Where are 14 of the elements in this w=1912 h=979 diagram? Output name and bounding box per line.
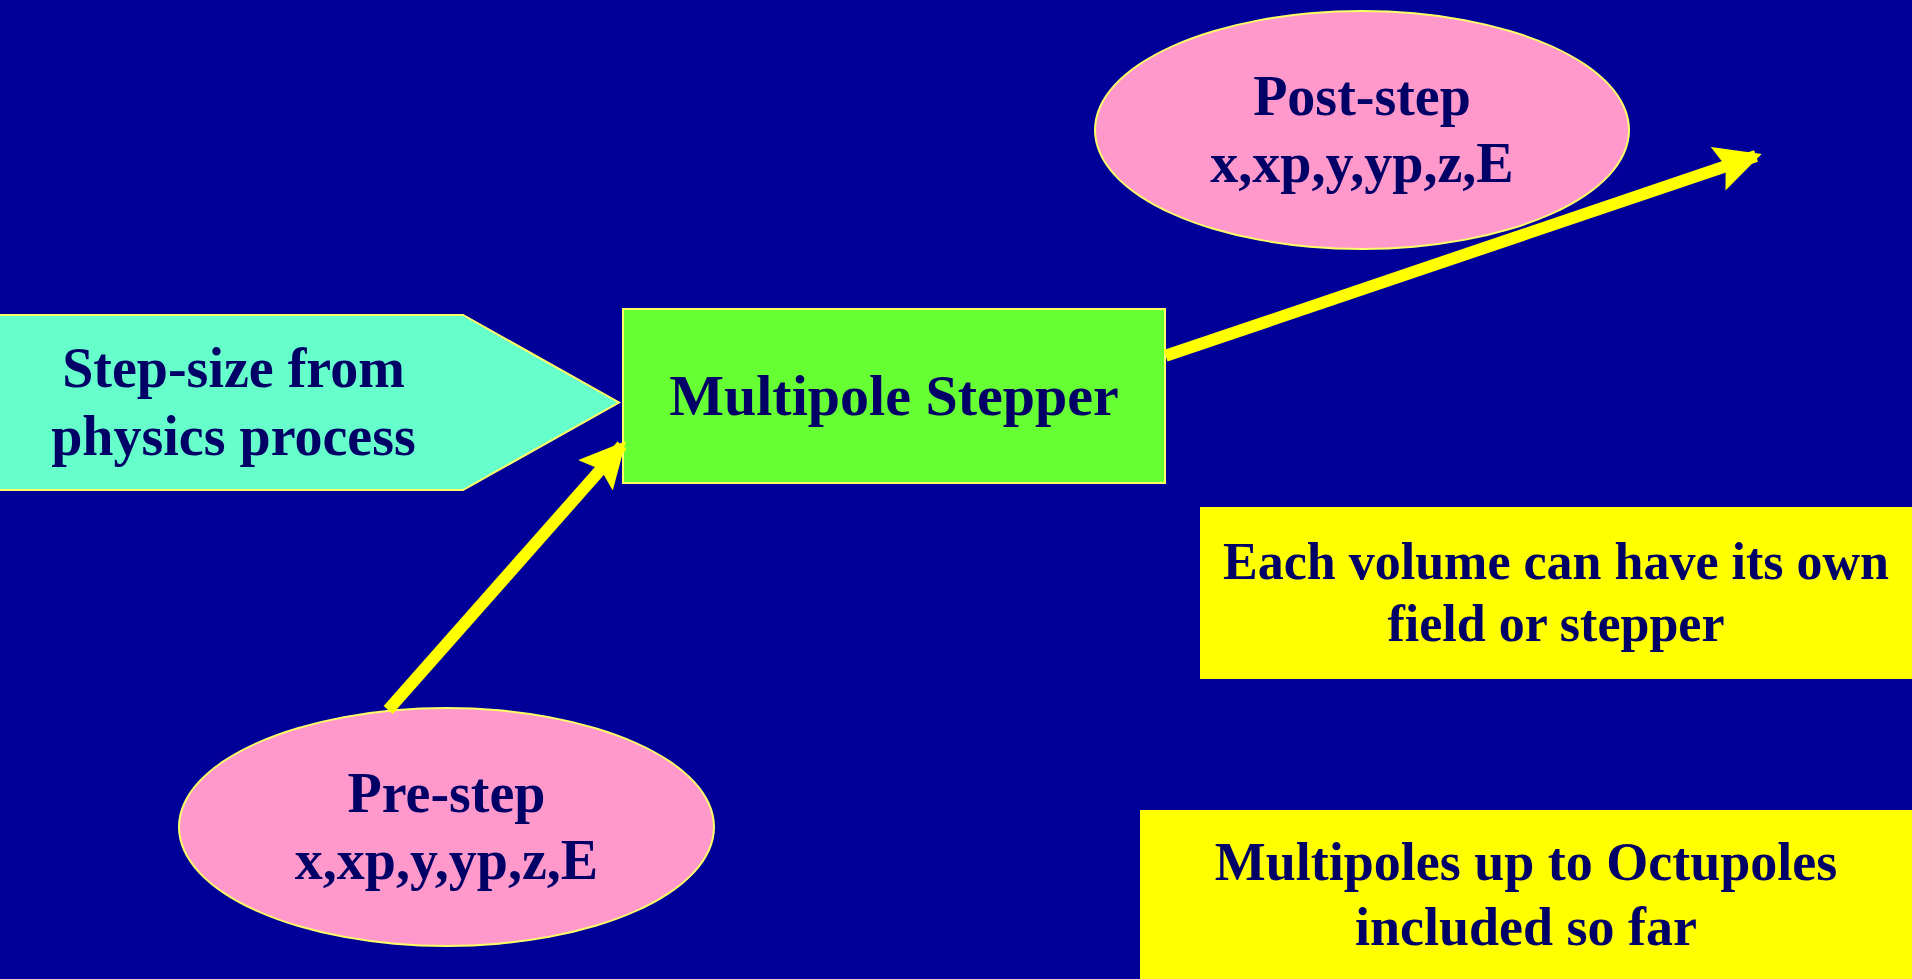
node-text: Each volume can have its own field or stepper — [1222, 531, 1890, 654]
node-text: Pre-step — [347, 760, 546, 826]
node-text: x,xp,y,yp,z,E — [1210, 131, 1514, 196]
pentagon-arrow-shape — [0, 315, 619, 490]
process-box — [1200, 507, 1912, 679]
node-text: Multipole Stepper — [669, 362, 1119, 431]
arrow — [1163, 147, 1762, 362]
node-text: x,xp,y,yp,z,E — [294, 828, 599, 893]
arrow — [383, 440, 627, 714]
node-text: Post-step — [1253, 63, 1471, 129]
node-text: Step-size from physics process — [50, 336, 417, 469]
node-text: Multipoles up to Octupoles included so far — [1213, 830, 1839, 959]
process-box — [622, 308, 1166, 484]
process-box — [1140, 810, 1912, 979]
